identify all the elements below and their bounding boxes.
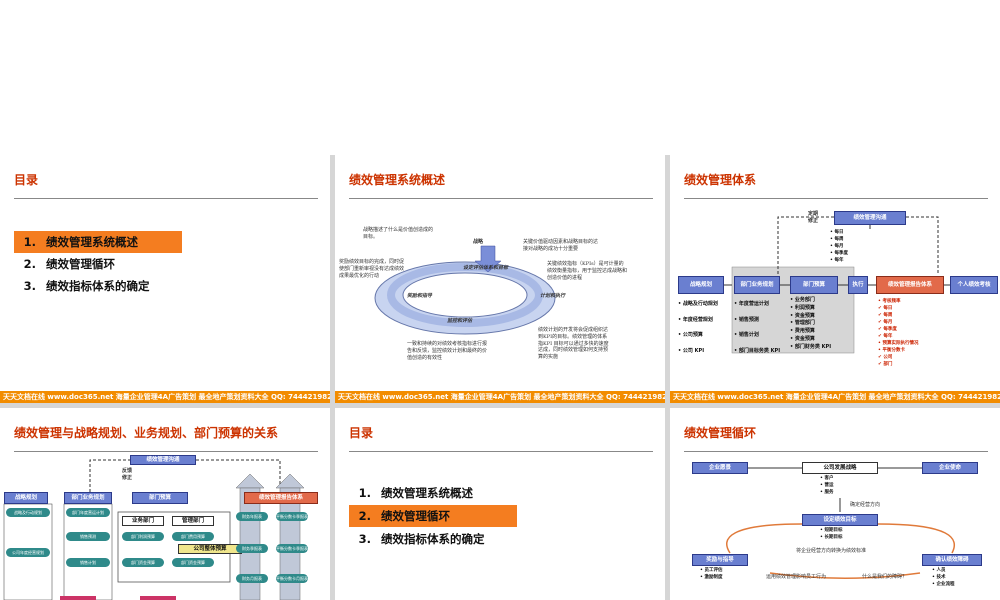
plan-note: 绩效计划的开发将会促成组织达 到KPI的目标。绩效管理的体系 指KPI 目标可以…: [538, 327, 609, 360]
toc-item-2: 2.绩效管理循环: [349, 505, 517, 527]
dept-biz-box: 部门业务规划: [64, 492, 112, 504]
report-item-4: 平衡分数卡季报表: [276, 544, 308, 553]
slide-title: 目录: [349, 426, 374, 440]
obstacle-question: 什么是我们的障碍？: [862, 574, 908, 580]
title-divider: [14, 198, 318, 199]
slide-title: 绩效管理与战略规划、业务规划、部门预算的关系: [14, 426, 279, 440]
reward-note: 奖励绩效目标的完成，同时促 使部门重新审视没有达成绩效 成果最优化的行动: [339, 259, 405, 279]
biz-item-2: 销售预测: [66, 532, 110, 541]
ring-label-bottom: 监控和评估: [447, 318, 473, 324]
ring-label-right: 计划和执行: [540, 293, 566, 299]
strategy-box: 战略规划: [678, 276, 724, 294]
strategy-list: • 战略及行动规划 • 年度经营规划 • 公司预算 • 公司 KPI: [678, 301, 718, 354]
dept-budget-box: 部门预算: [790, 276, 838, 294]
slide-3-system[interactable]: 绩效管理体系 定期 修正 绩效管理沟通 • 每日 • 每周 • 每月 • 每季度…: [670, 155, 1000, 403]
slide-title: 绩效管理循环: [684, 426, 757, 440]
confirm-items: • 人员 • 技术 • 企业流程: [932, 568, 955, 587]
revise-label: 定期 修正: [808, 211, 819, 224]
report-item-2: 平衡分数卡季报表: [276, 512, 308, 521]
ring-label-left: 奖励和指导: [407, 293, 433, 299]
relationship-connectors: [3, 459, 305, 600]
mgmt-dept-item-2: 部门资金预算: [172, 558, 214, 567]
frequency-list: • 每日 • 每周 • 每月 • 每季度 • 每年: [830, 230, 848, 263]
slide-title: 绩效管理系统概述: [349, 173, 446, 187]
report-box: 绩效管理报告体系: [876, 276, 944, 294]
cycle-connectors: [726, 467, 956, 579]
report-box: 绩效管理报告体系: [244, 492, 318, 504]
personal-box: 个人绩效考核: [950, 276, 998, 294]
title-divider: [684, 198, 988, 199]
dept-biz-list: • 年度营运计划 • 销售预测 • 销售计划 • 部门目标务类 KPI: [734, 301, 781, 354]
slide-5-toc[interactable]: 目录 1.绩效管理系统概述 2.绩效管理循环 3.绩效指标体系的确定: [335, 408, 665, 600]
toc-item-3: 3.绩效指标体系的确定: [358, 532, 485, 546]
translate-label: 将企业经营方向转换为绩效标准: [796, 548, 867, 554]
toc-item-1: 1.绩效管理系统概述: [14, 231, 182, 253]
report-item-1: 财务年报表: [236, 512, 268, 521]
biz-dept-item-2: 部门资金预算: [122, 558, 164, 567]
dept-budget-list: • 业务部门 • 利润预算 • 资金预算 • 管理部门 • 费用预算 • 资金预…: [790, 297, 832, 350]
toc-item-2: 2.绩效管理循环: [23, 257, 115, 271]
execute-box: 执行: [848, 276, 868, 294]
slide-4-relationship[interactable]: 绩效管理与战略规划、业务规划、部门预算的关系 反馈 修正 绩效管理沟通 战略规划…: [0, 408, 330, 600]
mgmt-dept-box: 管理部门: [172, 516, 214, 526]
mission-box: 企业使命: [922, 462, 978, 474]
monitor-note: 一致和持续的对绩效考核指标进行报 告和反馈，监控绩效计划和最终的价 值创造的有效…: [407, 341, 488, 361]
slide-title: 目录: [14, 173, 39, 187]
slide-6-cycle[interactable]: 绩效管理循环 企业愿景 公司发展战略 企业使命 • 客户 • 营运 • 服务 确…: [670, 408, 1000, 600]
title-divider: [684, 451, 988, 452]
cycle-ring-graphic: [374, 245, 556, 335]
toc-item-1: 1.绩效管理系统概述: [358, 486, 473, 500]
dept-biz-box: 部门业务规划: [734, 276, 780, 294]
strategy-item-2: 公司年度经营规划: [6, 548, 50, 557]
title-divider: [349, 198, 653, 199]
direction-label: 确定经营方向: [850, 502, 881, 508]
dev-strategy-box: 公司发展战略: [802, 462, 878, 474]
title-divider: [349, 451, 653, 452]
feedback-label: 反馈 修正: [122, 468, 133, 481]
strategy-box: 战略规划: [4, 492, 48, 504]
dept-budget-box: 部门预算: [132, 492, 188, 504]
reward-items: • 员工评估 • 激励制度: [700, 568, 723, 580]
overall-budget-box: 公司整体预算: [178, 544, 242, 554]
comm-box: 绩效管理沟通: [130, 455, 196, 465]
title-divider: [14, 451, 318, 452]
report-item-5: 财务月报表: [236, 574, 268, 583]
influence-label: 运用绩效管理影响员工行为: [766, 574, 827, 580]
biz-dept-box: 业务部门: [122, 516, 164, 526]
report-item-6: 平衡分数卡月报表: [276, 574, 308, 583]
slide-footer: 天天文档在线 www.doc365.net 海量企业管理4A广告策划 最全地产策…: [670, 391, 1000, 403]
mgmt-dept-item-1: 部门费用预算: [172, 532, 214, 541]
slide-footer: 天天文档在线 www.doc365.net 海量企业管理4A广告策划 最全地产策…: [335, 391, 665, 403]
biz-item-3: 销售计划: [66, 558, 110, 567]
kpi-note-2: 关键绩效指标（KPIs）是可计量的 绩效衡量指标，用于监控达成战略和 创造价值的…: [547, 261, 628, 281]
slide-title: 绩效管理体系: [684, 173, 757, 187]
goal-box: 设定绩效目标: [802, 514, 878, 526]
dev-strategy-items: • 客户 • 营运 • 服务: [820, 476, 834, 495]
report-item-3: 财务季报表: [236, 544, 268, 553]
strategy-label: 战略: [473, 239, 484, 245]
report-list: • 考核频率 ✔ 每日 ✔ 每周 ✔ 每月 ✔ 每季度 ✔ 每年 • 预算实际执…: [878, 299, 919, 367]
ring-label-top: 设定评估体系和目标: [463, 265, 509, 271]
goal-items: • 短期目标 • 长期目标: [820, 528, 843, 540]
slide-1-toc[interactable]: 目录 1.绩效管理系统概述 2.绩效管理循环 3.绩效指标体系的确定 天天文档在…: [0, 155, 330, 403]
slide-footer: 天天文档在线 www.doc365.net 海量企业管理4A广告策划 最全地产策…: [0, 391, 330, 403]
comm-box: 绩效管理沟通: [834, 211, 906, 225]
slide-2-overview[interactable]: 绩效管理系统概述 战略描述了什么是价值创造成的 目标。 战略 关键价值驱动因素和…: [335, 155, 665, 403]
biz-item-1: 部门年度营运计划: [66, 508, 110, 517]
biz-dept-item-1: 部门利润预算: [122, 532, 164, 541]
reward-box: 奖励与指导: [692, 554, 748, 566]
strategy-note: 战略描述了什么是价值创造成的 目标。: [363, 227, 434, 240]
vision-box: 企业愿景: [692, 462, 748, 474]
toc-item-3: 3.绩效指标体系的确定: [23, 279, 150, 293]
strategy-item-1: 战略及行动规划: [6, 508, 50, 517]
confirm-box: 确认绩效障碍: [922, 554, 982, 566]
kpi-note-1: 关键价值驱动因素和战略目标的达 接对战略的成功十分重要: [523, 239, 599, 252]
